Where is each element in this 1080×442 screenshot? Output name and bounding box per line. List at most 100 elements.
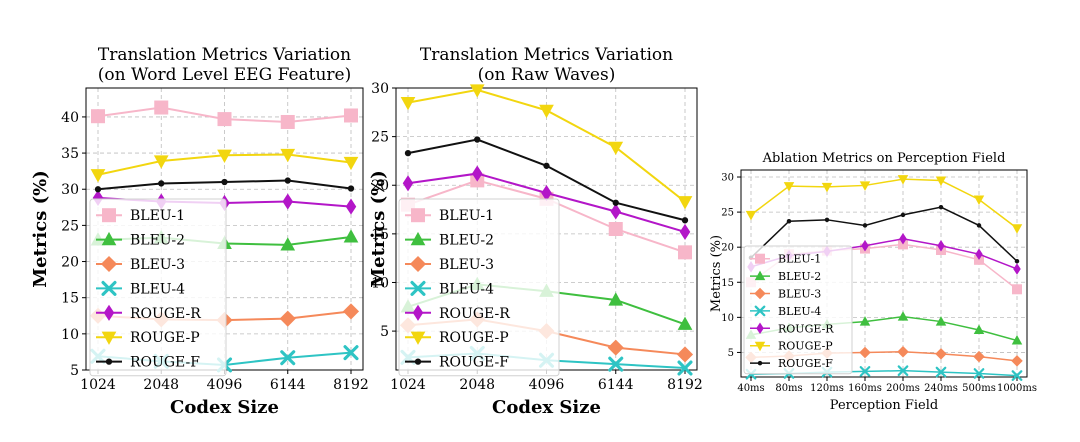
data-point: [861, 240, 869, 252]
legend-marker-stroke-b: [754, 305, 766, 317]
data-point: [343, 229, 359, 243]
chart-subtitle: (on Word Level EEG Feature): [98, 65, 352, 85]
data-point: [217, 149, 232, 163]
legend-label: ROUGE-P: [439, 330, 509, 346]
legend-marker: [414, 358, 422, 365]
legend-box: [398, 198, 560, 377]
legend-label: BLEU-2: [130, 233, 185, 249]
x-tick-label: 40ms: [737, 383, 764, 394]
data-point: [679, 223, 691, 240]
data-point: [342, 303, 360, 320]
legend-marker-stroke-b: [101, 280, 117, 296]
legend-label: BLEU-1: [778, 253, 821, 266]
legend-label: BLEU-4: [130, 281, 185, 297]
legend-marker: [102, 208, 116, 223]
x-tick-label: 80ms: [775, 383, 802, 394]
data-point: [1014, 258, 1020, 264]
data-point: [859, 316, 871, 326]
data-point: [786, 218, 792, 224]
data-point: [539, 104, 554, 119]
data-point: [282, 193, 293, 210]
data-point: [90, 169, 106, 183]
data-point: [1012, 284, 1022, 295]
data-point: [284, 177, 291, 184]
data-point: [677, 360, 693, 376]
y-tick-label: 40: [61, 110, 79, 126]
legend-marker: [754, 270, 766, 281]
legend-marker: [412, 304, 424, 321]
data-point: [608, 222, 623, 236]
x-tick-label: 2048: [459, 377, 495, 393]
data-point: [607, 339, 624, 356]
legend-marker: [101, 231, 117, 246]
data-point: [938, 204, 944, 210]
legend-marker: [411, 208, 425, 223]
legend-marker: [101, 280, 117, 296]
data-point: [280, 350, 296, 366]
series-rouge-p: [90, 148, 359, 183]
data-point: [899, 233, 907, 245]
series-rouge-f: [94, 177, 355, 193]
data-point-stroke-b: [343, 345, 359, 361]
x-axis-label: Codex Size: [492, 397, 601, 418]
legend-marker: [754, 341, 766, 352]
chart-title: Translation Metrics Variation: [420, 45, 673, 65]
y-tick-label: 10: [371, 275, 389, 291]
data-point: [1011, 335, 1023, 345]
legend: BLEU-1BLEU-2BLEU-3BLEU-4ROUGE-RROUGE-PRO…: [743, 245, 853, 375]
series-rouge-r: [402, 165, 691, 240]
data-point: [935, 366, 947, 378]
legend-label: BLEU-2: [778, 270, 821, 283]
legend-label: ROUGE-P: [130, 330, 200, 346]
data-point: [897, 311, 909, 321]
x-tick-label: 1024: [390, 377, 426, 393]
x-tick-label: 4096: [207, 377, 243, 393]
data-point: [543, 162, 550, 169]
y-axis-label: Metrics (%): [30, 170, 51, 288]
x-axis-label: Perception Field: [830, 398, 938, 413]
y-axis-label: Metrics (%): [368, 170, 389, 288]
x-axis-label: Codex Size: [170, 397, 279, 418]
legend-label: BLEU-3: [130, 257, 185, 273]
data-point: [973, 350, 985, 363]
data-point: [935, 176, 947, 187]
x-tick-label: 1000ms: [997, 383, 1037, 394]
y-tick-label: 15: [61, 291, 79, 307]
data-point: [1011, 370, 1023, 381]
data-point: [975, 248, 983, 260]
y-tick-label: 20: [61, 255, 79, 271]
y-tick-label: 15: [721, 278, 734, 289]
legend-label: BLEU-1: [130, 208, 185, 224]
series-line: [750, 178, 1018, 229]
data-point: [474, 136, 481, 143]
data-point: [347, 185, 355, 192]
x-tick-label: 2048: [143, 377, 179, 393]
data-point: [681, 217, 689, 224]
data-point: [973, 324, 985, 334]
data-point: [862, 223, 868, 228]
y-tick-label: 25: [61, 218, 79, 234]
data-point: [608, 141, 624, 156]
data-point-stroke-b: [973, 368, 985, 379]
legend-label: BLEU-3: [778, 288, 821, 301]
x-tick-label: 200ms: [886, 383, 920, 394]
data-point: [404, 150, 412, 157]
data-point: [608, 356, 624, 372]
chart-title: Ablation Metrics on Perception Field: [762, 151, 1006, 166]
legend-marker: [755, 253, 765, 264]
data-point: [94, 186, 102, 193]
data-point-stroke-b: [280, 350, 296, 366]
data-point: [343, 345, 359, 361]
data-point: [612, 199, 619, 206]
y-tick-label: 10: [61, 327, 79, 343]
data-point: [783, 182, 795, 192]
data-point: [859, 181, 871, 191]
y-tick-label: 10: [721, 313, 734, 324]
data-point: [745, 210, 757, 221]
data-point: [677, 316, 693, 330]
data-point-stroke-b: [608, 356, 624, 372]
legend: BLEU-1BLEU-2BLEU-3BLEU-4ROUGE-RROUGE-PRO…: [89, 198, 227, 377]
data-point: [1011, 355, 1023, 367]
